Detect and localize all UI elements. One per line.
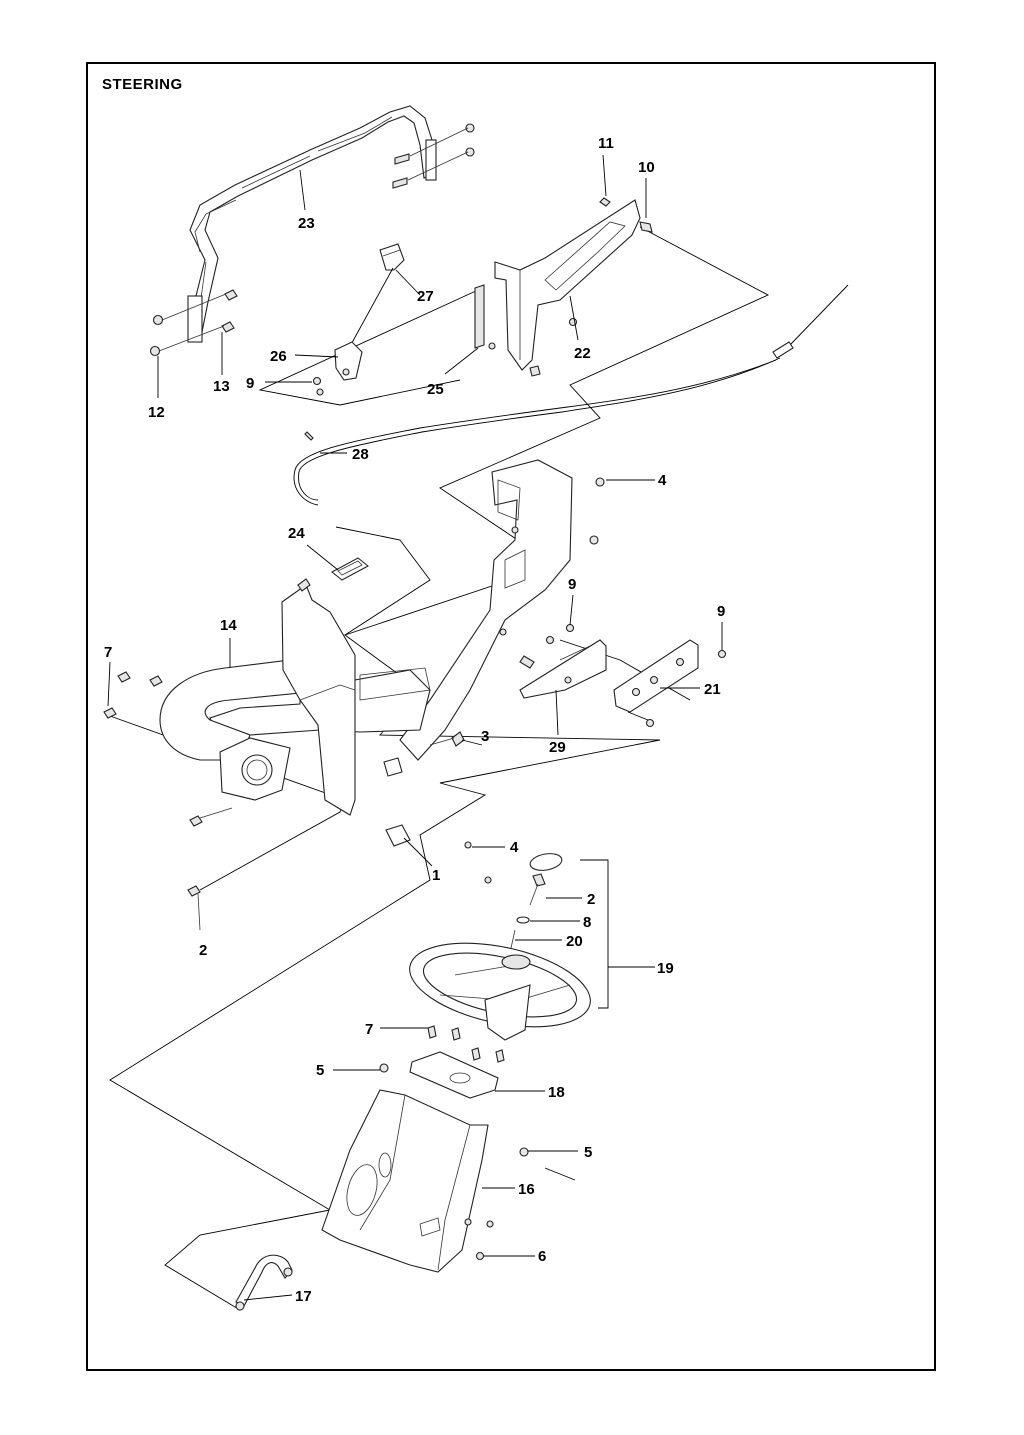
part-2-bolt-lower xyxy=(187,885,201,931)
callout-22: 22 xyxy=(574,345,591,362)
callout-3: 3 xyxy=(481,728,489,745)
part-29-bracket xyxy=(519,639,607,699)
part-23-hardware xyxy=(392,123,475,189)
callout-8: 8 xyxy=(583,914,591,931)
part-24-pad xyxy=(331,557,369,581)
callout-5-right: 5 xyxy=(584,1144,592,1161)
part-16-housing xyxy=(321,1063,529,1273)
part-12-13-hardware xyxy=(149,289,238,398)
parts-2-8-20-hardware xyxy=(464,841,655,1009)
callout-10: 10 xyxy=(638,159,655,176)
part-26-lever xyxy=(312,267,394,396)
callout-16: 16 xyxy=(518,1181,535,1198)
diagram-title: STEERING xyxy=(102,76,183,93)
callout-7-bottom: 7 xyxy=(365,1021,373,1038)
callout-13: 13 xyxy=(213,378,230,395)
callout-24: 24 xyxy=(288,525,305,542)
upper-console-bracket xyxy=(399,459,605,761)
callout-9-top: 9 xyxy=(246,375,254,392)
callout-7-top: 7 xyxy=(104,644,112,661)
callout-19: 19 xyxy=(657,960,674,977)
callout-2-left: 2 xyxy=(199,942,207,959)
part-14-pipe-assembly xyxy=(159,578,431,816)
part-25-strip xyxy=(474,284,485,349)
part-7-bolts-left xyxy=(103,671,233,827)
callout-2-right: 2 xyxy=(587,891,595,908)
part-27-lever-knob xyxy=(379,243,405,271)
callout-6: 6 xyxy=(538,1248,546,1265)
part-22-bracket xyxy=(488,197,653,377)
callout-9-right: 9 xyxy=(717,603,725,620)
callout-23: 23 xyxy=(298,215,315,232)
diagram-frame xyxy=(86,62,936,1371)
callout-27: 27 xyxy=(417,288,434,305)
callout-20: 20 xyxy=(566,933,583,950)
callout-1: 1 xyxy=(432,867,440,884)
callout-12: 12 xyxy=(148,404,165,421)
callout-9-mid: 9 xyxy=(568,576,576,593)
part-3-bolt xyxy=(429,731,465,747)
callout-4-top: 4 xyxy=(658,472,667,489)
part-1-bushings xyxy=(383,757,411,847)
callout-4-bottom: 4 xyxy=(510,839,519,856)
callout-14: 14 xyxy=(220,617,237,634)
callout-11: 11 xyxy=(598,135,614,152)
callout-29: 29 xyxy=(549,739,566,756)
callout-18: 18 xyxy=(548,1084,565,1101)
callout-17: 17 xyxy=(295,1288,312,1305)
part-23-grab-bar xyxy=(187,105,437,343)
callout-labels: 23 11 10 27 22 26 9 13 25 12 28 4 24 9 9… xyxy=(104,135,725,1305)
callout-26: 26 xyxy=(270,348,287,365)
callout-28: 28 xyxy=(352,446,369,463)
part-19-cap xyxy=(529,853,563,871)
callout-leader-lines xyxy=(107,154,723,1301)
part-28-cable xyxy=(293,284,849,506)
callout-21: 21 xyxy=(704,681,721,698)
callout-25: 25 xyxy=(427,381,444,398)
part-21-bracket xyxy=(613,639,699,721)
part-17-u-bracket xyxy=(235,1254,293,1311)
part-18-plate xyxy=(409,1025,505,1099)
part-19-steering-wheel xyxy=(409,942,591,1041)
callout-5-left: 5 xyxy=(316,1062,324,1079)
